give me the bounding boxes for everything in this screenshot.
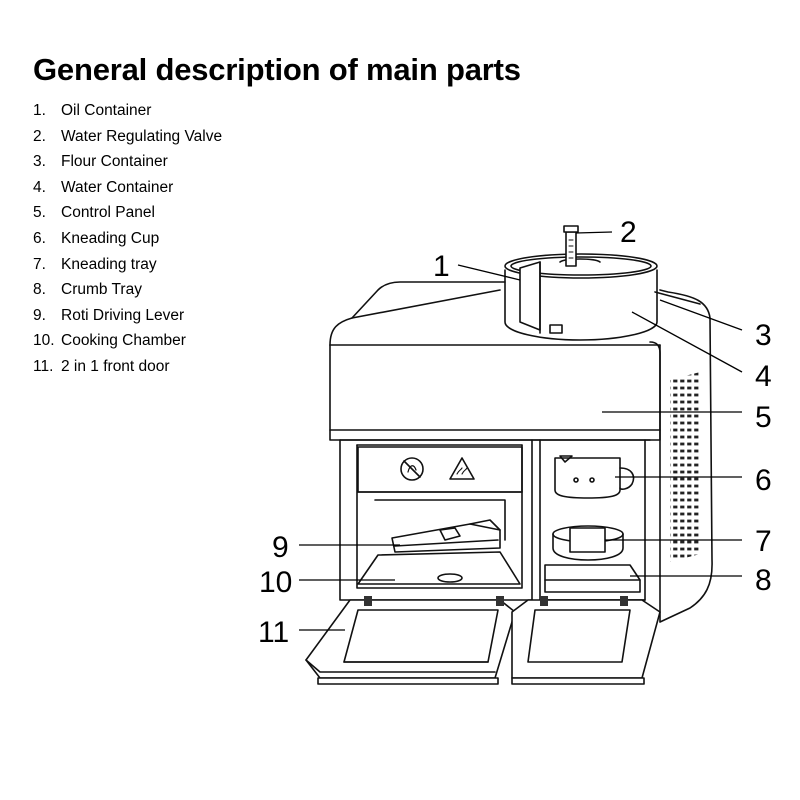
hot-surface-warning-icon [449, 457, 475, 480]
part-label: Control Panel [61, 204, 155, 222]
part-number: 7. [33, 255, 46, 273]
hinge-icon [496, 596, 504, 606]
front-door-left [305, 599, 516, 685]
water-regulating-valve [563, 225, 579, 267]
parts-list: 1. Oil Container 2. Water Regulating Valve… [33, 98, 222, 380]
callout-lines [299, 231, 743, 631]
part-item-flour-container: 3. Flour Container [33, 149, 222, 175]
part-number: 9. [33, 306, 46, 324]
part-label: Water Container [61, 178, 174, 196]
callout-number: 5 [755, 401, 772, 434]
cooking-chamber [339, 439, 533, 601]
callout-number: 6 [755, 464, 772, 497]
part-label: 2 in 1 front door [61, 357, 170, 375]
part-number: 4. [33, 178, 46, 196]
part-label: Kneading tray [61, 255, 157, 273]
part-number: 11. [33, 357, 54, 375]
part-number: 10. [33, 332, 55, 350]
part-label: Cooking Chamber [61, 332, 186, 350]
callout-number: 2 [620, 216, 637, 249]
callout-number: 9 [272, 531, 289, 564]
part-item-water-container: 4. Water Container [33, 175, 222, 201]
callout-number: 11 [258, 616, 289, 649]
part-label: Kneading Cup [61, 229, 160, 247]
part-item-control-panel: 5. Control Panel [33, 200, 222, 226]
part-item-oil-container: 1. Oil Container [33, 98, 222, 124]
page-title: General description of main parts [33, 52, 521, 87]
front-door-right [511, 599, 661, 685]
part-number: 8. [33, 281, 46, 299]
part-item-roti-driving-lever: 9. Roti Driving Lever [33, 303, 222, 329]
callout-number: 4 [755, 360, 772, 393]
callout-number: 10 [259, 566, 292, 599]
part-label: Water Regulating Valve [61, 127, 223, 145]
kneading-cup [554, 455, 635, 499]
roti-driving-lever [391, 519, 501, 553]
part-label: Crumb Tray [61, 281, 142, 299]
part-number: 2. [33, 127, 46, 145]
part-number: 6. [33, 229, 46, 247]
part-item-water-regulating-valve: 2. Water Regulating Valve [33, 124, 222, 150]
part-item-kneading-cup: 6. Kneading Cup [33, 226, 222, 252]
oil-container [519, 261, 541, 331]
part-item-front-door: 11. 2 in 1 front door [33, 354, 222, 380]
part-label: Roti Driving Lever [61, 306, 185, 324]
callout-number: 3 [755, 319, 772, 352]
flour-container [504, 253, 658, 341]
hinge-icon [364, 596, 372, 606]
callout-number: 1 [433, 250, 450, 283]
kneading-tray [552, 525, 624, 561]
part-item-cooking-chamber: 10. Cooking Chamber [33, 328, 222, 354]
no-touch-warning-icon [400, 457, 424, 481]
hinge-icon [620, 596, 628, 606]
callout-number: 8 [755, 564, 772, 597]
part-number: 3. [33, 153, 46, 171]
part-number: 1. [33, 102, 46, 119]
control-panel [329, 429, 661, 441]
crumb-tray [544, 564, 641, 593]
callout-number: 7 [755, 525, 772, 558]
hinge-icon [540, 596, 548, 606]
part-item-kneading-tray: 7. Kneading tray [33, 252, 222, 278]
part-label: Flour Container [61, 153, 168, 171]
part-item-crumb-tray: 8. Crumb Tray [33, 277, 222, 303]
cooking-plate [357, 551, 521, 585]
part-label: Oil Container [61, 102, 152, 119]
part-number: 5. [33, 204, 46, 222]
side-vents [670, 372, 700, 562]
